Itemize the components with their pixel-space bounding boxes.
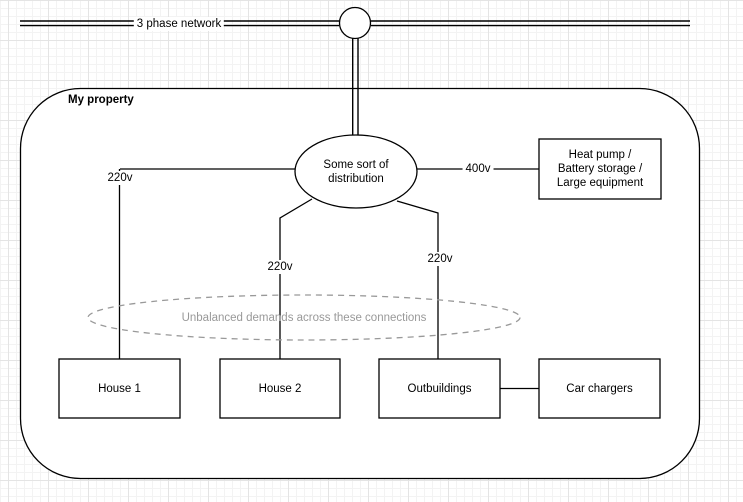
my-property-container[interactable]	[19, 87, 701, 480]
distribution-label-line2: distribution	[328, 172, 384, 185]
unbalanced-demands-dashed-ellipse[interactable]	[87, 294, 521, 341]
heat-pump-label-line3: Large equipment	[556, 177, 644, 189]
house1-box[interactable]	[58, 358, 181, 419]
house2-label: House 2	[258, 382, 302, 395]
voltage-label-220v-house2: 220v	[264, 260, 296, 274]
outbuildings-label: Outbuildings	[407, 382, 472, 395]
distribution-label-line1: Some sort of	[323, 158, 389, 171]
house2-box[interactable]	[219, 358, 341, 419]
outbuildings-box[interactable]	[378, 358, 501, 419]
network-junction-circle[interactable]	[338, 6, 372, 40]
car-chargers-box[interactable]	[538, 358, 661, 419]
edge-distribution-to-house1	[118, 168, 295, 359]
my-property-label: My property	[68, 94, 134, 106]
voltage-label-400v: 400v	[462, 162, 494, 176]
unbalanced-demands-annotation: Unbalanced demands across these connecti…	[181, 312, 427, 324]
three-phase-drop-line	[352, 38, 359, 135]
car-chargers-label: Car chargers	[566, 382, 633, 395]
voltage-label-220v-house1: 220v	[104, 170, 136, 185]
voltage-label-220v-outbuildings: 220v	[424, 252, 456, 266]
distribution-ellipse[interactable]	[294, 134, 418, 209]
edge-distribution-to-outbuildings	[396, 200, 439, 359]
heat-pump-label-line2: Battery storage /	[557, 163, 643, 175]
heat-pump-box[interactable]	[538, 138, 662, 200]
three-phase-network-label: 3 phase network	[133, 16, 225, 31]
house1-label: House 1	[98, 382, 141, 395]
distribution-label: Some sort of distribution	[323, 158, 388, 186]
heat-pump-label: Heat pump / Battery storage / Large equi…	[557, 148, 643, 190]
edge-distribution-to-house2	[279, 198, 313, 359]
heat-pump-label-line1: Heat pump /	[568, 149, 632, 161]
